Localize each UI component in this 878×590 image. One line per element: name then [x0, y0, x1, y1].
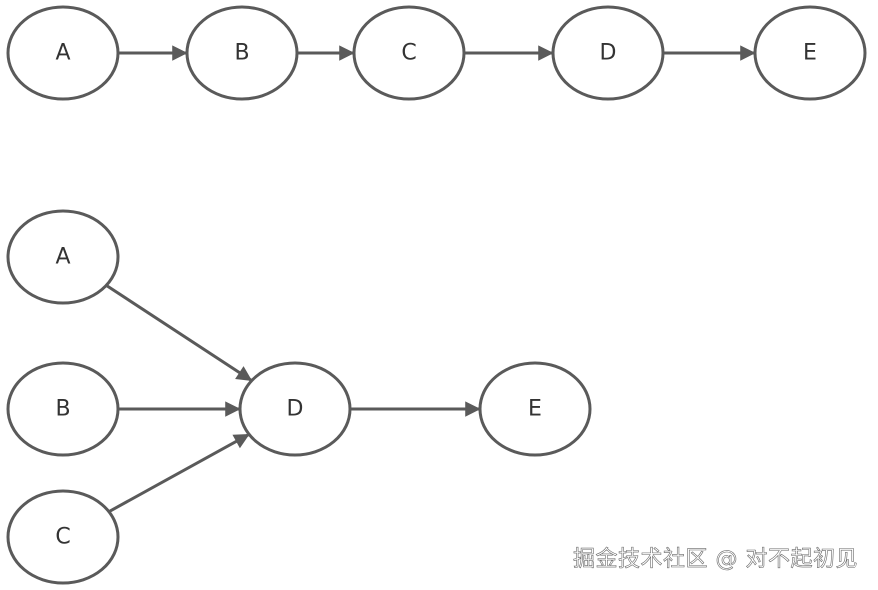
node-label: C: [401, 41, 416, 66]
node-label: D: [600, 41, 617, 66]
node-label: B: [55, 397, 70, 422]
node-label: D: [287, 397, 304, 422]
node-top-C: C: [352, 5, 466, 101]
node-bottom-C: C: [6, 489, 120, 585]
node-ellipse: [551, 5, 665, 101]
node-bottom-D: D: [238, 361, 352, 457]
node-top-A: A: [6, 5, 120, 101]
node-ellipse: [6, 489, 120, 585]
node-ellipse: [753, 5, 867, 101]
node-label: B: [234, 41, 249, 66]
node-bottom-B: B: [6, 361, 120, 457]
node-ellipse: [478, 361, 592, 457]
watermark-text: 掘金技术社区 @ 对不起初见: [573, 547, 858, 573]
node-label: A: [55, 41, 70, 66]
node-top-D: D: [551, 5, 665, 101]
node-ellipse: [352, 5, 466, 101]
node-ellipse: [6, 361, 120, 457]
edges-layer: [105, 45, 756, 513]
arrow-line: [105, 284, 253, 382]
node-top-B: B: [185, 5, 299, 101]
node-bottom-A: A: [6, 209, 120, 305]
arrow-line: [108, 433, 250, 513]
node-ellipse: [238, 361, 352, 457]
nodes-layer: A B C D E A B C D E: [6, 5, 867, 585]
node-label: C: [55, 525, 70, 550]
edge-bottom-C-to-D: [108, 433, 250, 513]
node-ellipse: [185, 5, 299, 101]
node-top-E: E: [753, 5, 867, 101]
node-label: E: [803, 41, 817, 66]
node-ellipse: [6, 209, 120, 305]
edge-bottom-A-to-D: [105, 284, 253, 382]
node-label: E: [528, 397, 542, 422]
node-ellipse: [6, 5, 120, 101]
node-label: A: [55, 245, 70, 270]
node-bottom-E: E: [478, 361, 592, 457]
